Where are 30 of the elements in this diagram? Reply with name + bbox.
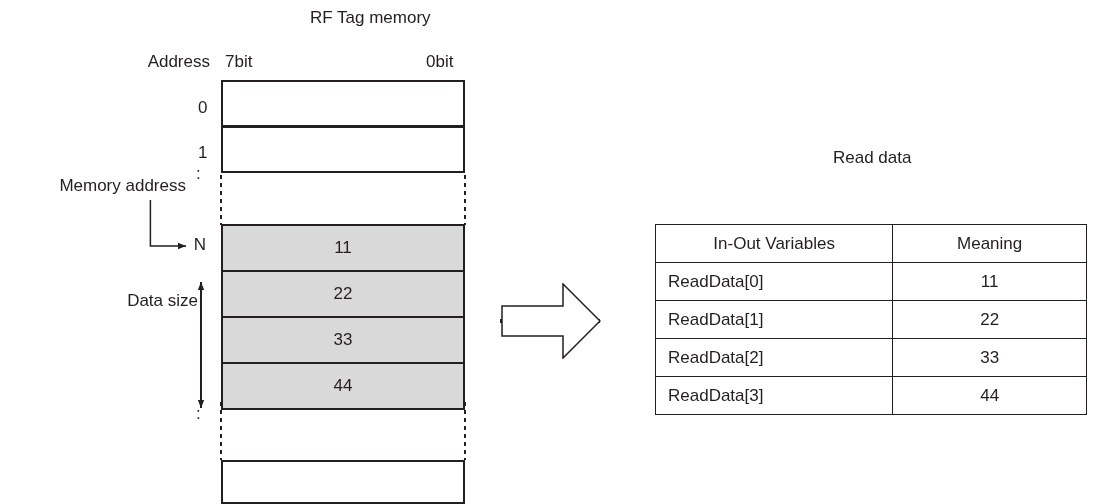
memory-cell: 33: [221, 316, 465, 364]
table-cell: 33: [892, 338, 1087, 377]
arrow: [149, 199, 187, 250]
table-cell: ReadData[0]: [655, 262, 893, 301]
header-cell: Meaning: [892, 224, 1087, 263]
ellipsis-mark: :: [196, 164, 201, 184]
table-cell: 44: [892, 376, 1087, 415]
memory-cell: 22: [221, 270, 465, 318]
memory-cell: [221, 80, 465, 128]
column-label: 0bit: [426, 52, 454, 72]
address-number: 1: [198, 143, 208, 163]
header-cell: In-Out Variables: [655, 224, 893, 263]
table-cell: ReadData[2]: [655, 338, 893, 377]
column-label: Address: [146, 52, 210, 72]
heading: Read data: [833, 148, 912, 168]
memory-cell: [221, 125, 465, 173]
table-cell: 11: [892, 262, 1087, 301]
pointer-label: N: [186, 235, 206, 257]
table-cell: 22: [892, 300, 1087, 339]
memory-cell: 44: [221, 362, 465, 410]
memory-cell: [221, 460, 465, 504]
table-cell: ReadData[1]: [655, 300, 893, 339]
table-cell: ReadData[3]: [655, 376, 893, 415]
dimension-label: Data size: [126, 291, 198, 311]
memory-cell: 11: [221, 224, 465, 272]
callout-text: Memory address: [8, 176, 186, 200]
column-label: 7bit: [225, 52, 253, 72]
ellipsis-mark: :: [196, 404, 201, 424]
address-number: 0: [198, 98, 208, 118]
heading: RF Tag memory: [310, 8, 431, 28]
